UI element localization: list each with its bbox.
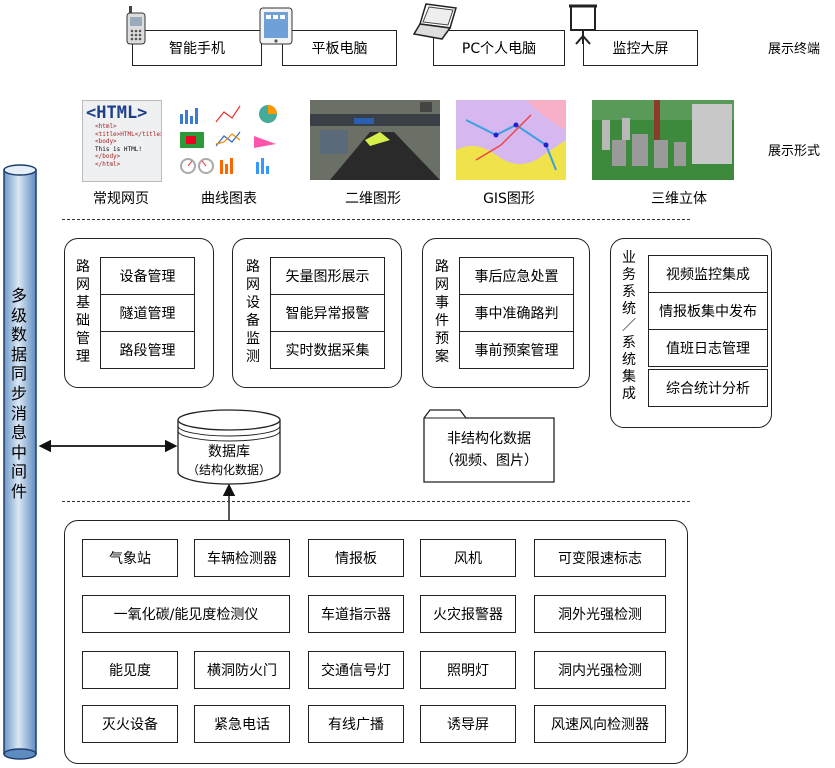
system-item-alarm: 智能异常报警 [270, 294, 385, 332]
system-title-events: 路网事件预案 [435, 259, 449, 365]
caption-webpage: 常规网页 [93, 191, 149, 207]
terminal-phone: 智能手机 [132, 30, 262, 66]
system-item-dutylog: 值班日志管理 [648, 329, 768, 367]
device-lane-indicator: 车道指示器 [308, 595, 404, 633]
system-item-vector: 矢量图形展示 [270, 257, 385, 295]
unstructured-subtitle: （视频、图片） [440, 453, 538, 469]
caption-charts: 曲线图表 [201, 191, 257, 207]
divider-top [62, 219, 690, 220]
database-subtitle: （结构化数据） [186, 463, 271, 477]
thumb-2d [310, 100, 440, 180]
device-vehicle-detector: 车辆检测器 [194, 539, 290, 577]
system-title-infrastructure: 路网基础管理 [76, 259, 90, 365]
device-visibility: 能见度 [82, 651, 178, 689]
thumb-webpage: <HTML> <html> <title>HTML</title> <body>… [82, 100, 162, 182]
device-co-visibility-detector: 一氧化碳/能见度检测仪 [82, 595, 290, 633]
thumb-3d [592, 100, 734, 180]
system-item-plan: 事前预案管理 [459, 331, 574, 369]
system-item-collection: 实时数据采集 [270, 331, 385, 369]
system-item-board: 情报板集中发布 [648, 292, 768, 330]
device-info-board: 情报板 [308, 539, 404, 577]
database-cylinder [177, 409, 281, 485]
device-inside-light-detector: 洞内光强检测 [534, 651, 666, 689]
system-item-judgement: 事中准确路判 [459, 294, 574, 332]
terminals-section-label: 展示终端 [768, 42, 821, 57]
forms-section-label: 展示形式 [768, 144, 821, 159]
device-wind-detector: 风速风向检测器 [534, 705, 666, 743]
system-item-response: 事后应急处置 [459, 257, 574, 295]
device-broadcast: 有线广播 [308, 705, 404, 743]
system-title-integration: 业务系统／系统集成 [622, 250, 636, 402]
device-fire-door: 横洞防火门 [194, 651, 290, 689]
database-title: 数据库 [208, 444, 250, 460]
divider-bottom [62, 501, 690, 502]
device-weather-station: 气象站 [82, 539, 178, 577]
thumb-gis [456, 100, 566, 180]
system-item-segment: 路段管理 [100, 331, 195, 369]
terminal-pc: PC个人电脑 [433, 30, 565, 66]
caption-gis: GIS图形 [483, 191, 535, 207]
device-lighting: 照明灯 [420, 651, 516, 689]
device-guidance-screen: 诱导屏 [420, 705, 516, 743]
thumb-charts [176, 100, 284, 180]
terminal-tablet: 平板电脑 [282, 30, 397, 66]
laptop-icon [412, 3, 457, 40]
device-variable-speed-sign: 可变限速标志 [534, 539, 666, 577]
projector-screen-icon [569, 4, 597, 45]
html-code: <html> <title>HTML</title> <body> This i… [95, 123, 162, 168]
device-traffic-light: 交通信号灯 [308, 651, 404, 689]
middleware-label: 多级数据同步消息中间件 [10, 286, 27, 501]
phone-icon [126, 6, 146, 45]
system-item-statistics: 综合统计分析 [648, 369, 768, 407]
device-extinguisher: 灭火设备 [82, 705, 178, 743]
system-item-equipment: 设备管理 [100, 257, 195, 295]
middleware-cylinder [3, 164, 37, 760]
device-fan: 风机 [420, 539, 516, 577]
unstructured-data-folder [423, 409, 555, 483]
tablet-icon [259, 7, 293, 45]
caption-2d: 二维图形 [345, 191, 401, 207]
terminal-screen: 监控大屏 [583, 30, 698, 66]
device-emergency-phone: 紧急电话 [194, 705, 290, 743]
system-title-monitoring: 路网设备监测 [246, 259, 260, 365]
system-item-video: 视频监控集成 [648, 255, 768, 293]
caption-3d: 三维立体 [651, 191, 707, 207]
unstructured-title: 非结构化数据 [447, 431, 531, 447]
html-logo: <HTML> [86, 103, 148, 123]
device-outside-light-detector: 洞外光强检测 [534, 595, 666, 633]
device-fire-alarm: 火灾报警器 [420, 595, 516, 633]
